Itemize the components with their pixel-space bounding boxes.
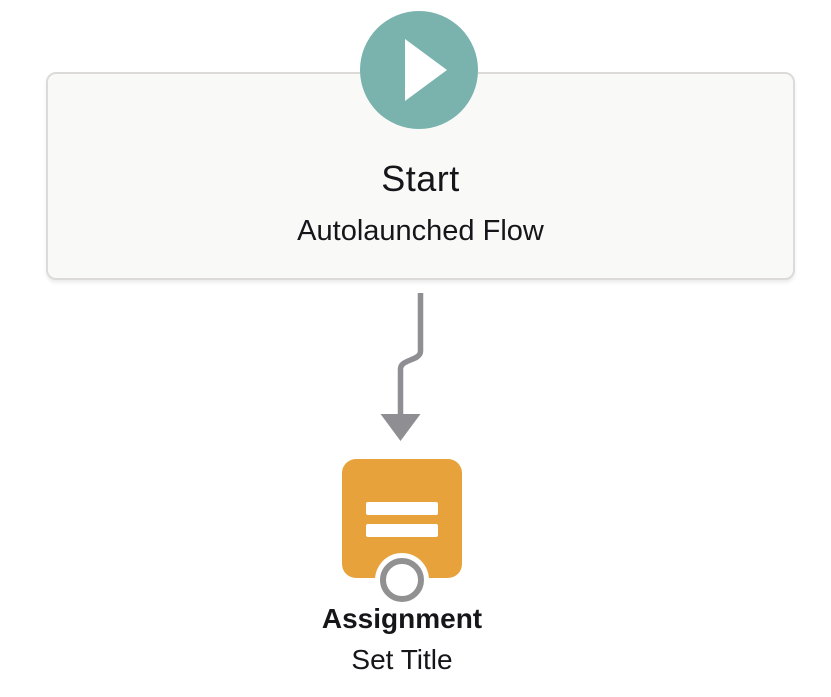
- play-triangle-glyph: [405, 39, 447, 101]
- start-node-title: Start: [381, 158, 460, 199]
- start-node-subtitle: Autolaunched Flow: [297, 215, 544, 247]
- play-icon[interactable]: [360, 11, 478, 129]
- assignment-equals-bar: [366, 502, 438, 515]
- assignment-equals-bar: [366, 524, 438, 537]
- connector-arrow-icon: [380, 293, 424, 441]
- assignment-node-name-label: Set Title: [351, 644, 453, 675]
- connection-point[interactable]: [380, 558, 424, 602]
- assignment-node-type-label: Assignment: [321, 603, 483, 634]
